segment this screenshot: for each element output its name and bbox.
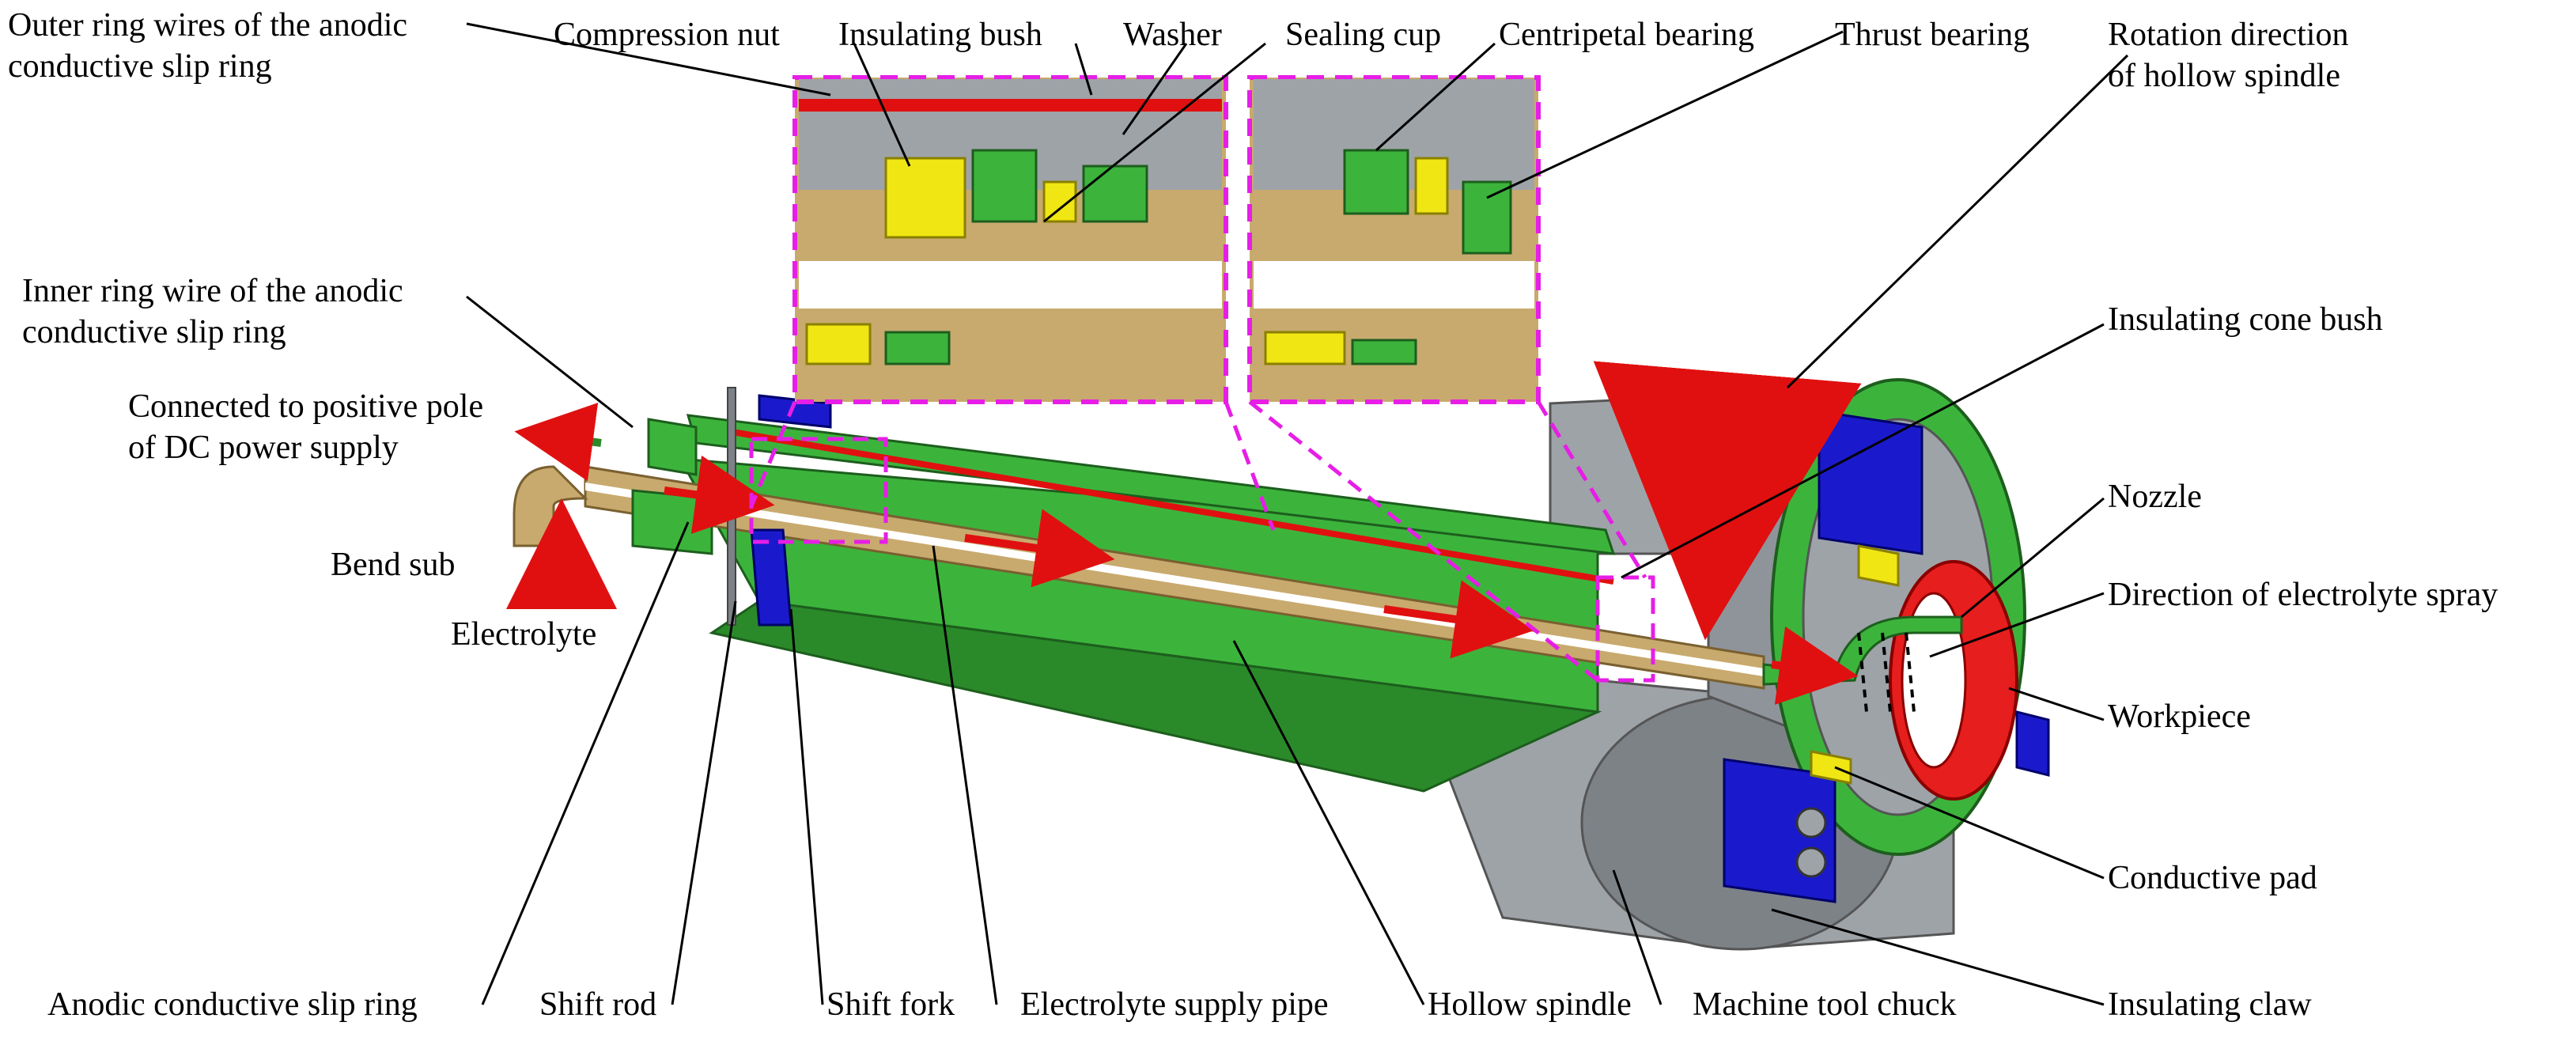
label-insulating-bush: Insulating bush xyxy=(838,17,1042,53)
label-machine-tool-chuck: Machine tool chuck xyxy=(1693,986,1957,1023)
conductive-pad xyxy=(1810,544,1900,785)
label-shift-fork: Shift fork xyxy=(827,986,955,1023)
label-bend-sub: Bend sub xyxy=(331,547,456,583)
label-workpiece: Workpiece xyxy=(2108,698,2251,735)
label-direction-spray: Direction of electrolyte spray xyxy=(2108,577,2498,613)
bend-sub xyxy=(513,465,588,547)
label-electrolyte-supply-pipe: Electrolyte supply pipe xyxy=(1020,986,1329,1023)
zoom-connector-lines xyxy=(749,400,1655,683)
label-conductive-pad: Conductive pad xyxy=(2108,860,2317,896)
zoom-window-2 xyxy=(1247,75,1541,404)
label-thrust-bearing: Thrust bearing xyxy=(1835,17,2030,53)
label-electrolyte: Electrolyte xyxy=(451,616,597,653)
label-anodic-slip-ring: Anodic conductive slip ring xyxy=(47,986,418,1023)
leader-lines xyxy=(466,22,2129,1006)
rotation-arrow xyxy=(1593,361,1862,641)
shift-rod xyxy=(727,387,736,626)
label-insulating-cone-bush: Insulating cone bush xyxy=(2108,301,2383,338)
label-outer-ring-wires: Outer ring wires of the anodic conductiv… xyxy=(8,7,408,85)
hollow-spindle xyxy=(678,414,1616,793)
label-shift-rod: Shift rod xyxy=(539,986,657,1023)
label-centripetal-bearing: Centripetal bearing xyxy=(1499,17,1755,53)
electrolyte-flow-arrows xyxy=(506,403,1859,705)
label-washer: Washer xyxy=(1123,17,1222,53)
label-sealing-cup: Sealing cup xyxy=(1285,17,1442,53)
workpiece xyxy=(1889,560,2018,801)
label-nozzle: Nozzle xyxy=(2108,479,2202,515)
label-compression-nut: Compression nut xyxy=(554,17,780,53)
label-insulating-claw: Insulating claw xyxy=(2108,986,2312,1023)
label-hollow-spindle: Hollow spindle xyxy=(1428,986,1632,1023)
inner-wire xyxy=(727,428,1614,585)
